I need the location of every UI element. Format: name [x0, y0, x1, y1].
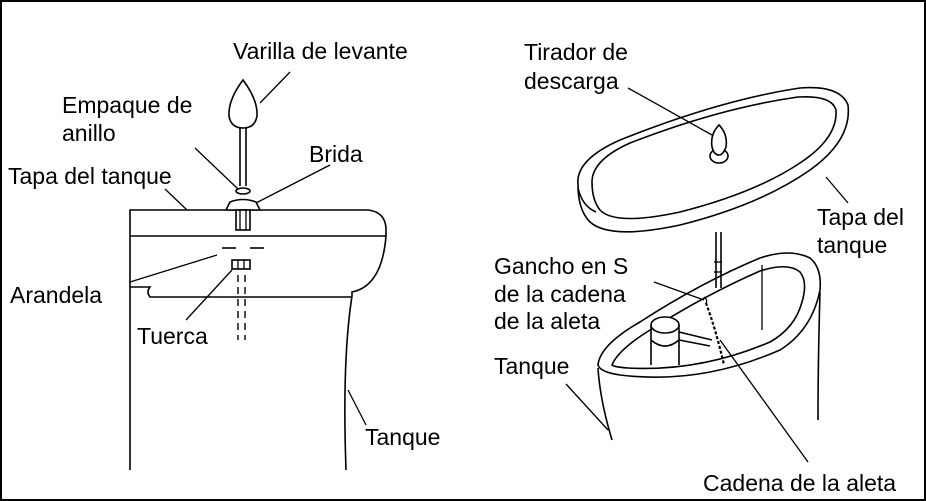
nut — [231, 259, 251, 270]
leader-tanque-right — [565, 383, 609, 431]
flange-neck — [235, 209, 251, 231]
label-gancho-1: Gancho en S — [494, 253, 628, 279]
leader-tanque-left — [347, 389, 367, 426]
left-tank-drawing: Varilla de levante Empaque de anillo Bri… — [8, 38, 440, 471]
flange — [224, 198, 262, 211]
label-brida: Brida — [309, 141, 363, 167]
label-tirador-1: Tirador de — [524, 39, 628, 65]
label-tuerca: Tuerca — [137, 323, 208, 349]
label-empaque-1: Empaque de — [62, 92, 192, 118]
label-arandela: Arandela — [10, 282, 102, 308]
tank-side-left — [597, 367, 613, 441]
tank-side-right — [817, 291, 821, 421]
flapper-chain — [704, 302, 726, 366]
label-tanque-right: Tanque — [494, 353, 569, 379]
right-tank-drawing: Tirador de descarga Tapa del tanque Ganc… — [494, 39, 904, 496]
lid-lower-edge — [130, 286, 352, 298]
label-gancho-3: de la aleta — [494, 308, 600, 334]
s-hook — [703, 296, 708, 304]
leader-gancho — [653, 281, 705, 301]
label-cadena: Cadena de la aleta — [703, 470, 896, 496]
leader-tapa — [164, 188, 188, 211]
label-tirador-2: descarga — [524, 68, 619, 94]
tank-lid-inner — [591, 95, 837, 220]
label-tanque-left: Tanque — [365, 424, 440, 450]
flush-handle — [710, 123, 728, 156]
label-varilla: Varilla de levante — [233, 38, 408, 64]
leader-tuerca — [185, 269, 233, 321]
label-tapa-right-1: Tapa del — [817, 204, 904, 230]
tank-rim-outer — [597, 252, 822, 379]
leader-arandela — [129, 254, 218, 283]
label-tapa-right-2: tanque — [817, 232, 887, 258]
o-ring — [235, 187, 251, 195]
lift-knob — [228, 78, 258, 129]
label-empaque-2: anillo — [62, 120, 116, 146]
leader-tapa-right — [825, 176, 849, 204]
label-tapa: Tapa del tanque — [8, 163, 172, 189]
flush-valve-top — [650, 316, 680, 334]
leader-tirador — [627, 87, 713, 136]
leader-empaque — [194, 147, 239, 190]
leader-varilla — [259, 71, 291, 104]
tank-outline — [129, 209, 387, 471]
leader-cadena — [719, 339, 809, 463]
label-gancho-2: de la cadena — [494, 281, 626, 307]
leader-brida — [255, 164, 331, 204]
